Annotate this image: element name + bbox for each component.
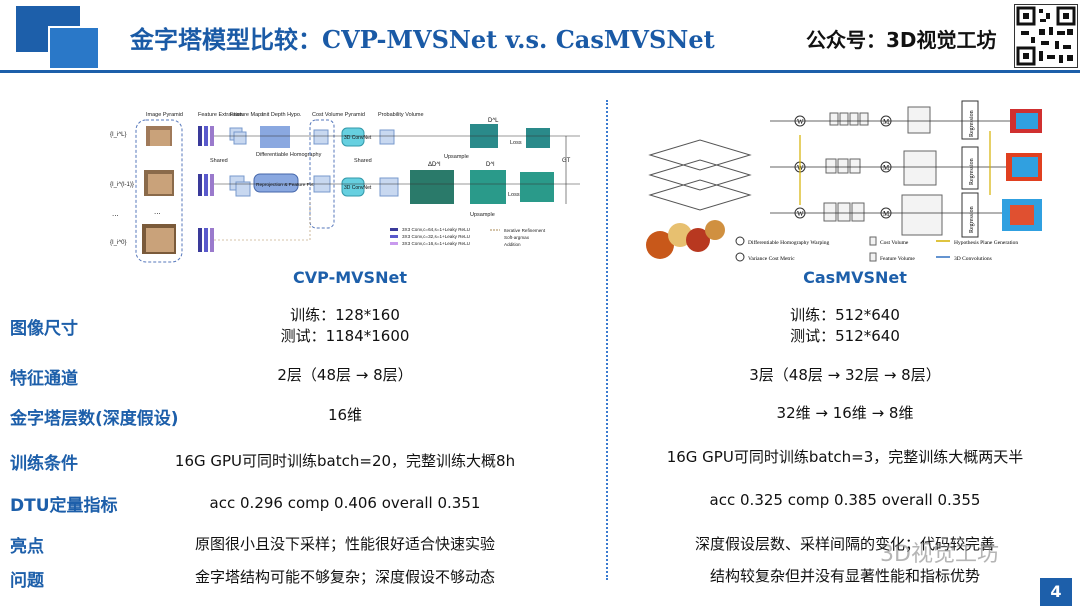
cvp-dtu-metrics: acc 0.296 comp 0.406 overall 0.351 [209,494,481,512]
label-d-l: D^l [486,162,494,168]
label-convnet-1: 3D ConvNet [344,135,372,141]
column-divider [606,100,608,580]
label-d-l-top: D^L [488,118,499,124]
legend-cost-volume: Cost Volume [880,240,909,246]
label-feature-maps: Feature Maps [230,112,264,118]
legend-hypothesis: Hypothesis Plane Generation [954,240,1018,246]
input-dots: ... [112,209,119,218]
label-gt: GT [562,158,571,164]
legend-softargmax: Soft-argmax [504,235,530,240]
caption-casmvsnet: CasMVSNet [803,268,907,287]
m-1: M [883,118,890,126]
legend-variance: Variance Cost Metric [748,256,795,262]
label-upsample-2: Upsample [470,212,495,218]
label-delta-d: ΔD^l [428,162,441,168]
input-top: {I_i^L} [110,132,127,138]
legend-addition: Addition [504,242,521,247]
regression-label-2: Regression [969,158,975,185]
label-init-depth: Init Depth Hypo. [262,112,302,118]
watermark: 3D视觉工坊 [880,542,999,567]
caption-cvp-mvsnet: CVP-MVSNet [293,268,407,287]
cas-pyramid-levels: 32维 → 16维 → 8维 [776,404,914,422]
legend-iterative: Iterative Refinement [504,228,546,233]
cvp-pyramid-levels: 16维 [327,406,363,424]
label-reprojection: Reprojection & Feature Fetching [256,182,325,188]
legend-3dconv: 3D Convolutions [954,256,992,262]
cvp-issues: 金字塔结构可能不够复杂；深度假设不够动态 [194,568,495,586]
cas-test-size: 测试：512*640 [790,327,900,345]
w-3: W [797,210,804,218]
legend-feature: Feature Volume [880,256,915,262]
label-feature-extraction: Feature Extraction [198,112,243,118]
qr-code-icon [1014,4,1078,68]
row-label-feature-channels: 特征通道 [10,369,78,389]
m-3: M [883,210,890,218]
cas-issues: 结构较复杂但并没有显著性能和指标优势 [709,567,980,585]
row-label-highlights: 亮点 [10,537,44,557]
label-convnet-2: 3D ConvNet [344,185,372,191]
label-diff-homography: Differentiable Homography [256,152,322,158]
logo-square-front [48,26,100,70]
cas-training-conditions: 16G GPU可同时训练batch=3，完整训练大概两天半 [666,448,1024,466]
cvp-training-conditions: 16G GPU可同时训练batch=20，完整训练大概8h [174,452,516,470]
cas-highlights: 深度假设层数、采样间隔的变化；代码较完善 [694,535,995,553]
label-loss-2: Loss [508,192,520,198]
row-label-issues: 问题 [10,571,44,591]
label-loss-1: Loss [510,140,522,146]
cvp-highlights: 原图很小且没下采样；性能很好适合快速实验 [194,535,495,553]
row-label-training-conditions: 训练条件 [10,454,78,474]
account-name: 公众号：3D视觉工坊 [806,28,997,52]
cas-dtu-metrics: acc 0.325 comp 0.385 overall 0.355 [709,491,981,509]
cvp-mvsnet-diagram: Image Pyramid Feature Extraction Feature… [110,104,588,264]
casmvsnet-diagram: W M Regression W M Regression W M Regres… [640,95,1050,270]
m-2: M [883,164,890,172]
label-shared-2: Shared [354,158,372,164]
slide-title: 金字塔模型比较：CVP-MVSNet v.s. CasMVSNet [130,25,715,54]
label-upsample-1: Upsample [444,154,469,160]
row-label-pyramid-levels: 金字塔层数(深度假设) [10,409,179,429]
row-label-dtu-metrics: DTU定量指标 [10,496,118,516]
row-label-image-size: 图像尺寸 [10,319,78,339]
svg-text:...: ... [154,207,161,216]
w-1: W [797,118,804,126]
regression-label-1: Regression [969,110,975,137]
legend-conv64: 3X3 Conv,c=64,s=1+Leaky ReLU [402,227,470,232]
label-cost-volume-pyramid: Cost Volume Pyramid [312,112,365,118]
cvp-train-size: 训练：128*160 [290,306,400,324]
label-probability-volume: Probability Volume [378,112,424,118]
legend-conv16: 3X3 Conv,c=16,s=1+Leaky ReLU [402,241,470,246]
input-mid: {I_i^(l-1)} [110,182,134,188]
legend-homography: Differentiable Homography Warping [748,239,829,246]
regression-label-3: Regression [969,206,975,233]
cvp-feature-channels: 2层（48层 → 8层） [277,366,413,384]
label-image-pyramid: Image Pyramid [146,112,183,118]
cas-train-size: 训练：512*640 [790,306,900,324]
header-divider [0,70,1080,73]
cas-feature-channels: 3层（48层 → 32层 → 8层） [749,366,941,384]
page-number: 4 [1040,578,1072,606]
legend-conv32: 3X3 Conv,c=32,s=1+Leaky ReLU [402,234,470,239]
cvp-test-size: 测试：1184*1600 [280,327,410,345]
label-shared-1: Shared [210,158,228,164]
input-bottom: {I_i^0} [110,240,127,246]
